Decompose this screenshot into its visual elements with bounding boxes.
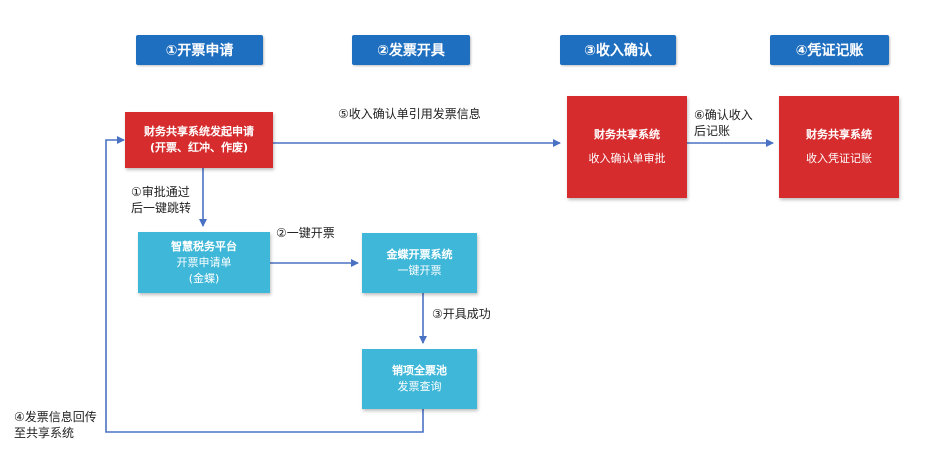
note-issue-success: ③开具成功 bbox=[432, 307, 491, 321]
node-voucher-title: 财务共享系统 bbox=[806, 128, 872, 141]
node-income-line2: 收入确认单审批 bbox=[588, 152, 666, 165]
node-tax-platform: 智慧税务平台 开票申请单 (金蝶) bbox=[138, 232, 270, 293]
node-voucher-line2: 收入凭证记账 bbox=[806, 152, 872, 165]
stage-header-apply: ①开票申请 bbox=[136, 35, 263, 65]
note-reference-invoice: ⑤收入确认单引用发票信息 bbox=[338, 107, 481, 121]
node-voucher-posting: 财务共享系统 收入凭证记账 bbox=[779, 96, 899, 198]
note-post-line1: ⑥确认收入 bbox=[694, 108, 753, 122]
note-one-click-invoice: ②一键开票 bbox=[276, 226, 335, 240]
note-approve-line2: 后一键跳转 bbox=[131, 201, 192, 215]
stage-header-voucher: ④凭证记账 bbox=[770, 35, 889, 65]
node-sales-pool-line2: 发票查询 bbox=[397, 380, 442, 393]
node-apply-title: 财务共享系统发起申请 bbox=[144, 125, 254, 138]
node-kingdee-title: 金蝶开票系统 bbox=[386, 248, 453, 261]
stage-header-income: ③收入确认 bbox=[560, 35, 676, 65]
node-tax-platform-line3: (金蝶) bbox=[188, 271, 220, 285]
node-kingdee-line2: 一键开票 bbox=[397, 264, 442, 277]
note-approve-line1: ①审批通过 bbox=[131, 185, 190, 199]
note-return-invoice-info: ④发票信息回传 至共享系统 bbox=[14, 409, 97, 441]
node-sharing-system-apply: 财务共享系统发起申请 (开票、红冲、作废) bbox=[125, 112, 273, 168]
node-tax-platform-title: 智慧税务平台 bbox=[171, 239, 237, 253]
note-post-line2: 后记账 bbox=[694, 124, 731, 138]
node-income-title: 财务共享系统 bbox=[594, 128, 660, 141]
note-return-line2: 至共享系统 bbox=[14, 426, 75, 440]
node-tax-platform-line2: 开票申请单 bbox=[176, 255, 232, 269]
note-approve-jump: ①审批通过 后一键跳转 bbox=[131, 184, 191, 216]
stage-header-issue: ②发票开具 bbox=[352, 35, 470, 65]
node-income-confirmation: 财务共享系统 收入确认单审批 bbox=[567, 96, 687, 198]
arrow-return-to-apply bbox=[105, 136, 424, 433]
node-sales-invoice-pool: 销项全票池 发票查询 bbox=[362, 349, 477, 409]
node-sales-pool-title: 销项全票池 bbox=[392, 364, 447, 377]
node-apply-subtitle: (开票、红冲、作废) bbox=[149, 141, 249, 154]
note-return-line1: ④发票信息回传 bbox=[14, 410, 97, 424]
note-post-after-confirm: ⑥确认收入 后记账 bbox=[694, 107, 753, 139]
node-kingdee-invoicing: 金蝶开票系统 一键开票 bbox=[362, 233, 477, 293]
